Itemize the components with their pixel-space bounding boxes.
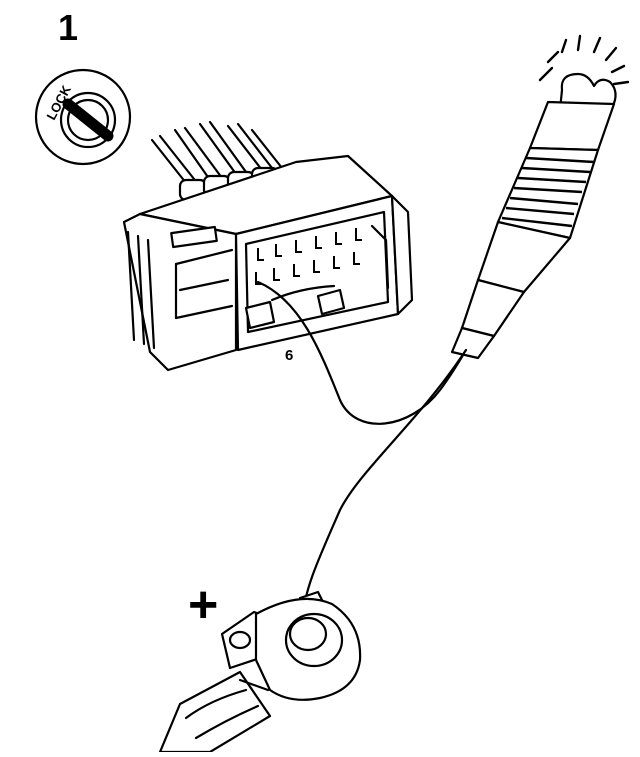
plus-sign-icon: + xyxy=(188,576,218,634)
connector: 6 xyxy=(122,120,414,372)
pin-label: 6 xyxy=(285,347,293,364)
step-number: 1 xyxy=(58,7,78,48)
test-lamp-icon xyxy=(300,34,630,624)
battery-terminal xyxy=(158,590,362,754)
probe-lead xyxy=(256,280,468,425)
ignition-lock-icon: LOCK xyxy=(34,68,132,166)
